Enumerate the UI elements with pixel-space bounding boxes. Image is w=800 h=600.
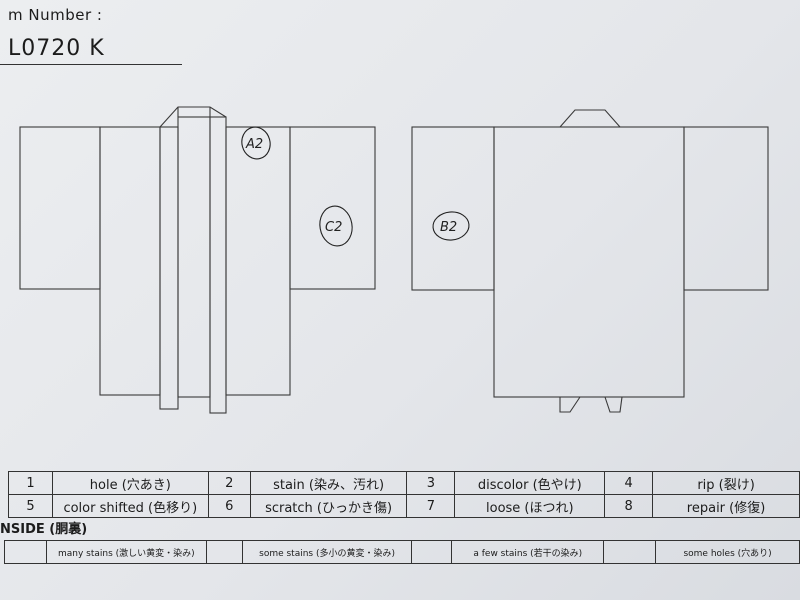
item-number-label: m Number : [8, 6, 103, 24]
inside-row: many stains (激しい黄変・染み) some stains (多小の黄… [4, 540, 800, 564]
legend-num: 3 [406, 471, 456, 495]
inside-checkbox[interactable] [411, 540, 453, 564]
legend-num: 5 [8, 494, 53, 518]
legend-label: stain (染み、汚れ) [249, 471, 408, 495]
front-collar-right [209, 116, 227, 414]
inside-option-label: a few stains (若干の染み) [451, 540, 605, 564]
front-right-sleeve [289, 126, 376, 290]
legend-label: discolor (色やけ) [454, 471, 606, 495]
back-collar-tab [559, 109, 621, 128]
legend-num: 4 [604, 471, 654, 495]
legend-label: hole (穴あき) [51, 471, 209, 495]
kimono-diagram: A2 C2 B2 [19, 106, 769, 414]
legend-label: repair (修復) [652, 494, 800, 518]
legend-label: scratch (ひっかき傷) [249, 494, 408, 518]
front-view [19, 106, 376, 414]
front-left-sleeve [19, 126, 101, 290]
back-left-sleeve [411, 126, 495, 291]
front-collar-top [159, 106, 227, 128]
inside-checkbox[interactable] [603, 540, 657, 564]
back-right-sleeve [683, 126, 769, 291]
back-view [411, 109, 769, 413]
inside-checkbox[interactable] [4, 540, 47, 564]
front-left-body [99, 126, 161, 396]
front-right-body [225, 126, 291, 396]
legend-label: loose (ほつれ) [454, 494, 606, 518]
mark-circle-b2 [432, 211, 470, 241]
inside-option-label: some stains (多小の黄変・染み) [241, 540, 413, 564]
mark-b2: B2 [440, 220, 457, 235]
item-number-underline [0, 64, 182, 65]
inside-option-label: some holes (穴あり) [655, 540, 800, 564]
legend-label: color shifted (色移り) [51, 494, 209, 518]
inside-section-label: NSIDE (胴裏) [0, 522, 88, 537]
damage-legend-table: 1 hole (穴あき) 2 stain (染み、汚れ) 3 discolor … [8, 471, 800, 518]
back-hem-tab-left [559, 396, 581, 413]
legend-num: 1 [8, 471, 53, 495]
front-collar-left [159, 126, 179, 410]
legend-num: 8 [604, 494, 654, 518]
back-body [493, 126, 685, 398]
legend-num: 6 [207, 494, 251, 518]
inside-condition-table: many stains (激しい黄変・染み) some stains (多小の黄… [4, 540, 800, 564]
mark-circle-c2 [319, 205, 353, 247]
inside-option-label: many stains (激しい黄変・染み) [45, 540, 207, 564]
mark-c2: C2 [325, 220, 342, 235]
item-number-value: L0720 K [8, 36, 105, 61]
inside-checkbox[interactable] [205, 540, 243, 564]
legend-row: 5 color shifted (色移り) 6 scratch (ひっかき傷) … [8, 494, 800, 518]
legend-row: 1 hole (穴あき) 2 stain (染み、汚れ) 3 discolor … [8, 471, 800, 495]
legend-num: 7 [406, 494, 456, 518]
mark-circle-a2 [241, 126, 271, 160]
legend-label: rip (裂け) [652, 471, 800, 495]
front-collar-center [177, 116, 211, 398]
legend-num: 2 [207, 471, 251, 495]
back-hem-tab-right [604, 396, 623, 413]
mark-a2: A2 [245, 137, 263, 152]
